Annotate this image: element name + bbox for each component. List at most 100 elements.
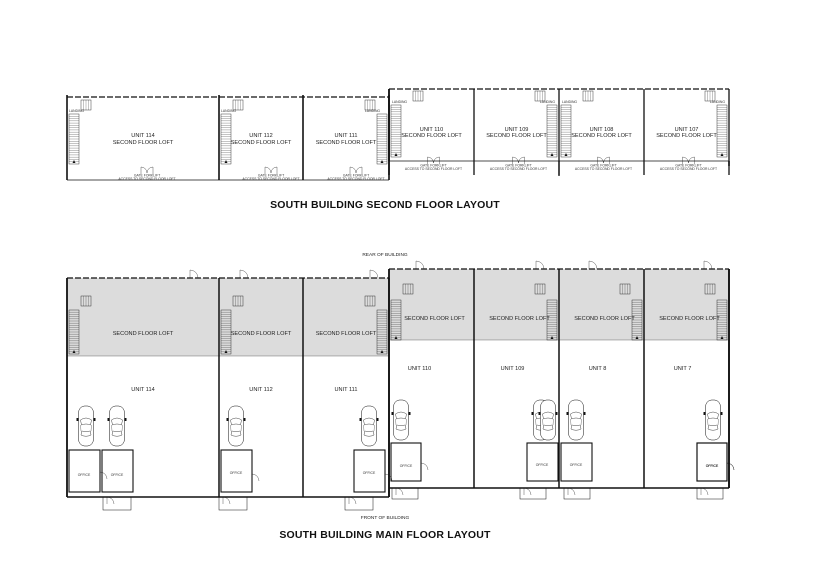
stair-landing (364, 99, 376, 111)
car-body (361, 405, 377, 447)
office-label: OFFICE (536, 463, 549, 467)
car-body (540, 399, 556, 441)
car-mirror (531, 412, 534, 415)
office-label: OFFICE (400, 464, 413, 468)
loft-staircase (560, 104, 572, 158)
loft-label: SECOND FLOOR LOFT (574, 316, 635, 322)
office-label: OFFICE (78, 473, 91, 477)
office-room (560, 442, 593, 482)
car-icon (703, 399, 723, 441)
entry-door (222, 496, 231, 505)
loft-staircase (716, 299, 728, 341)
office-door (726, 462, 735, 471)
car-side-line (230, 424, 232, 432)
stair-landing (534, 90, 546, 102)
stair-landing (232, 99, 244, 111)
gate-label: GATE FORKLIFT (134, 174, 160, 178)
stair-arrow (380, 160, 384, 163)
loft-label: SECOND FLOOR LOFT (404, 316, 465, 322)
stair-arrow (550, 336, 554, 339)
loft-staircase (631, 299, 643, 341)
stair-arrow (394, 336, 398, 339)
car-mirror (93, 418, 96, 421)
car-body (393, 399, 409, 441)
loft-staircase (716, 104, 728, 158)
car-icon (538, 399, 558, 441)
gate-swing (349, 166, 363, 174)
stair-arrow (394, 153, 398, 156)
car-side-line (363, 424, 365, 432)
car-side-line (717, 418, 719, 426)
front-of-building-label: FRONT OF BUILDING (361, 515, 410, 521)
stair-outline (390, 104, 402, 158)
rear-door (588, 260, 598, 270)
loft-unit-name: UNIT 114 (131, 133, 154, 139)
gate-sub-label: ACCESS TO SECOND FLOOR LOFT (660, 167, 717, 171)
stair-outline (560, 104, 572, 158)
stair-landing (364, 295, 376, 307)
car-side-line (552, 418, 554, 426)
car-mirror (538, 412, 541, 415)
landing-label: LANDING (221, 109, 236, 113)
office-room (353, 449, 386, 493)
stair-outline (546, 104, 558, 158)
rear-door (703, 260, 713, 270)
gate-label: GATE FORKLIFT (675, 164, 701, 168)
gate-label: GATE FORKLIFT (258, 174, 284, 178)
stair-landing (704, 283, 716, 295)
stair-landing (80, 295, 92, 307)
landing-label: LANDING (562, 100, 577, 104)
stair-landing (80, 99, 92, 111)
loft-label: SECOND FLOOR LOFT (113, 331, 174, 337)
car-side-line (240, 424, 242, 432)
unit-name: UNIT 111 (334, 387, 357, 393)
stair-landing (704, 90, 716, 102)
entry-door (348, 496, 357, 505)
loft-label: SECOND FLOOR LOFT (316, 331, 377, 337)
loft-staircase (220, 113, 232, 165)
loft-label: SECOND FLOOR LOFT (113, 140, 174, 146)
car-mirror (703, 412, 706, 415)
office-room (696, 442, 728, 482)
stair-arrow (380, 350, 384, 353)
car-body (705, 399, 721, 441)
gate-swing (264, 166, 278, 174)
car-windshield (363, 417, 375, 426)
loft-staircase (220, 309, 232, 355)
car-icon (76, 405, 96, 447)
car-mirror (720, 412, 723, 415)
car-mirror (226, 418, 229, 421)
loft-staircase (390, 299, 402, 341)
loft-staircase (546, 104, 558, 158)
entry-vestibule (102, 496, 132, 511)
entry-door (106, 496, 115, 505)
office-room (696, 442, 728, 482)
unit-name: UNIT 7 (674, 366, 692, 372)
gate-swing (427, 156, 440, 164)
car-mirror (555, 412, 558, 415)
office-room (68, 449, 101, 493)
car-windshield (230, 417, 242, 426)
stair-arrow (72, 160, 76, 163)
car-mirror (243, 418, 246, 421)
loft-label: SECOND FLOOR LOFT (231, 140, 292, 146)
loft-unit-name: UNIT 108 (590, 127, 614, 133)
car-side-line (535, 418, 537, 426)
stair-arrow (224, 350, 228, 353)
landing-label: LANDING (540, 100, 555, 104)
office-label: OFFICE (570, 463, 583, 467)
gate-swing (682, 156, 695, 164)
car-mirror (107, 418, 110, 421)
gate-sub-label: ACCESS TO SECOND FLOOR LOFT (118, 177, 175, 181)
